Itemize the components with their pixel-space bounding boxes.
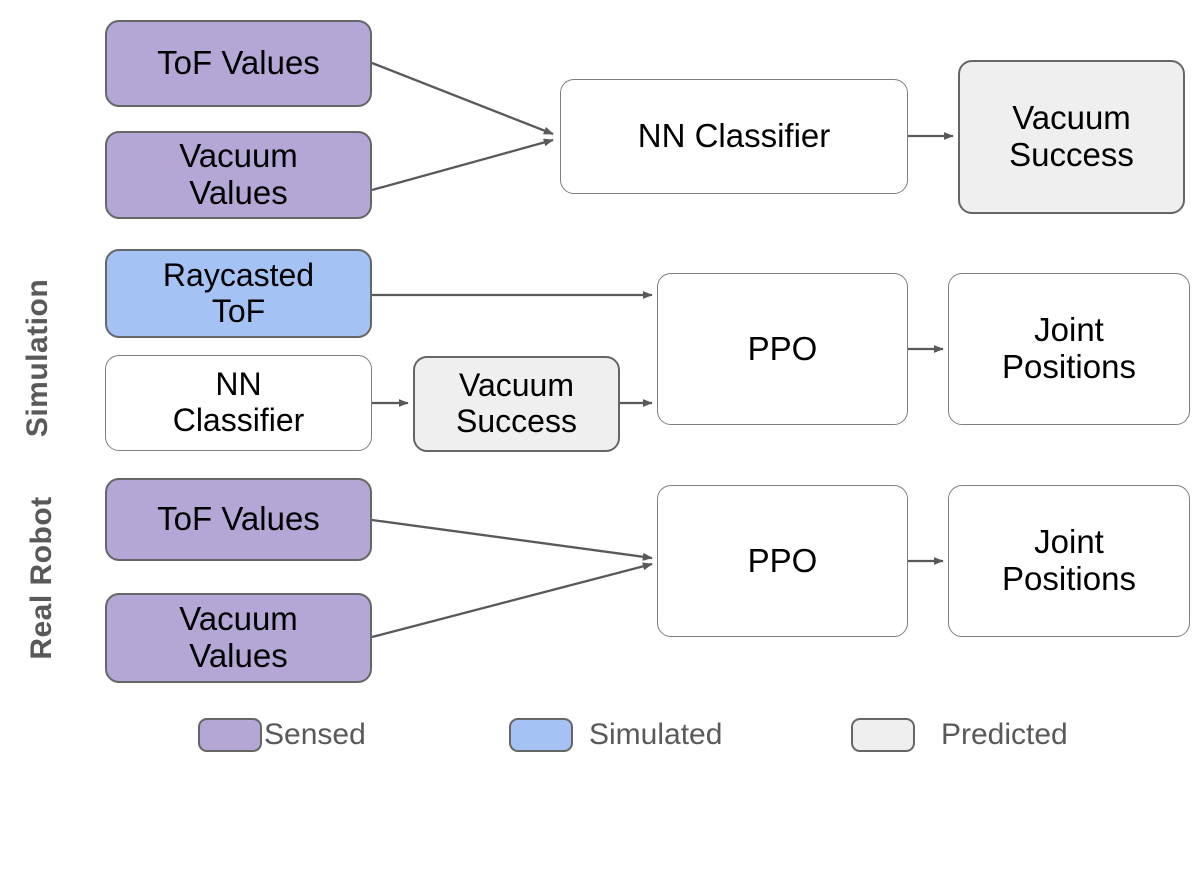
edge-tof-to-nnclassifier: [371, 61, 554, 136]
node-vacuum-success-top[interactable]: Vacuum Success: [958, 60, 1185, 214]
legend-swatch-predicted: [851, 718, 915, 752]
legend-swatch-simulated: [509, 718, 573, 752]
row-label-real-robot: Real Robot: [25, 496, 58, 660]
legend-item-predicted: Predicted: [851, 718, 1068, 752]
row-label-simulation: Simulation: [21, 278, 54, 438]
legend-label-sensed: Sensed: [264, 718, 366, 751]
node-tof-values-top[interactable]: ToF Values: [105, 20, 372, 107]
legend-label-simulated: Simulated: [589, 718, 723, 751]
node-vacuum-values-real[interactable]: Vacuum Values: [105, 593, 372, 683]
node-joint-positions-real[interactable]: Joint Positions: [948, 485, 1190, 637]
node-ppo-sim[interactable]: PPO: [657, 273, 908, 425]
node-raycasted-tof[interactable]: Raycasted ToF: [105, 249, 372, 338]
legend-label-predicted: Predicted: [941, 718, 1068, 751]
node-vacuum-values-top[interactable]: Vacuum Values: [105, 131, 372, 219]
node-nn-classifier-top[interactable]: NN Classifier: [560, 79, 908, 194]
edge-vacuum-to-ppo-real: [371, 562, 653, 639]
legend-swatch-sensed: [198, 718, 262, 752]
node-nn-classifier-sim[interactable]: NN Classifier: [105, 355, 372, 451]
edge-vacuum-to-nnclassifier: [371, 138, 554, 192]
node-vacuum-success-sim[interactable]: Vacuum Success: [413, 356, 620, 452]
legend-item-simulated: Simulated: [509, 718, 722, 752]
node-tof-values-real[interactable]: ToF Values: [105, 478, 372, 561]
edge-tof-to-ppo-real: [371, 518, 653, 561]
node-ppo-real[interactable]: PPO: [657, 485, 908, 637]
legend-item-sensed: Sensed: [198, 718, 366, 752]
node-joint-positions-sim[interactable]: Joint Positions: [948, 273, 1190, 425]
